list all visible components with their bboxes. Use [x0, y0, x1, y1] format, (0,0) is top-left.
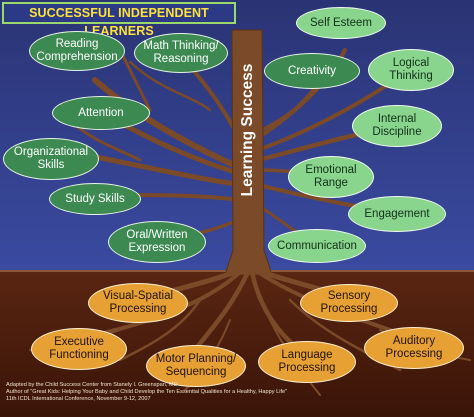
leaf-communication: Communication: [268, 229, 366, 263]
leaf-attention: Attention: [52, 96, 150, 130]
credits: Adapted by the Child Success Center from…: [6, 382, 336, 402]
leaf-math-thinking: Math Thinking/Reasoning: [134, 33, 228, 73]
trunk-label: Learning Success: [239, 63, 256, 197]
leaf-creativity: Creativity: [264, 53, 360, 89]
leaf-study-skills: Study Skills: [49, 183, 141, 215]
credits-line-2: Author of "Great Kids: Helping Your Baby…: [6, 388, 288, 395]
leaf-self-esteem: Self Esteem: [296, 7, 386, 39]
credits-line-3: 11th ICDL International Conference, Nove…: [6, 395, 151, 402]
leaf-engagement: Engagement: [348, 196, 446, 232]
diagram-title: SUCCESSFUL INDEPENDENT LEARNERS: [2, 2, 236, 38]
root-motor-planning-sequencing: Motor Planning/Sequencing: [146, 345, 246, 387]
credits-line-1: Adapted by the Child Success Center from…: [6, 382, 178, 388]
